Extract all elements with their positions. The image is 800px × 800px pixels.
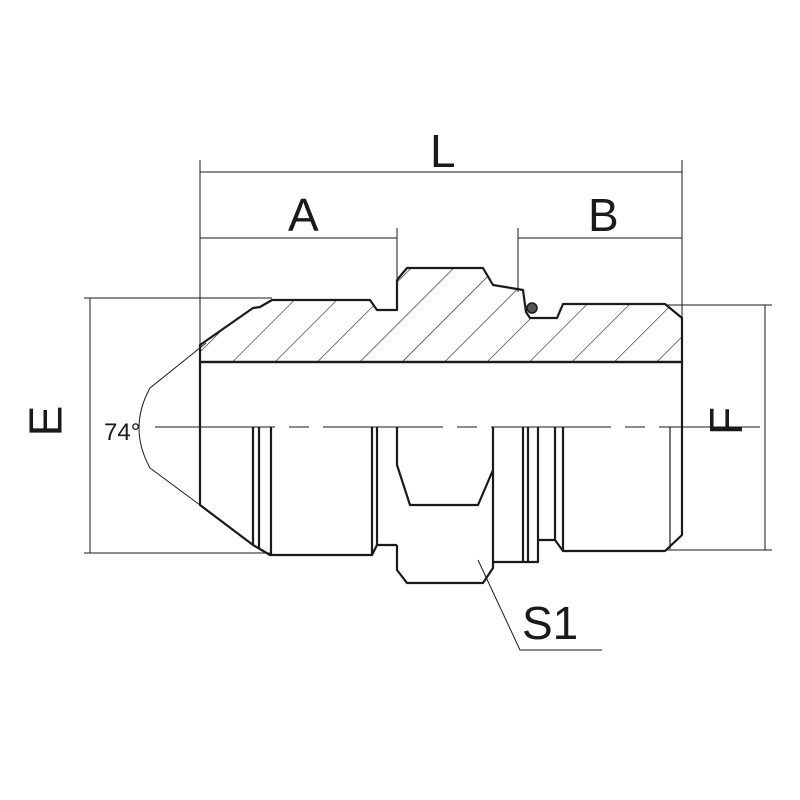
label-F: F — [700, 406, 753, 436]
angle-arc — [138, 387, 151, 469]
label-E: E — [19, 405, 72, 437]
label-angle: 74° — [104, 419, 141, 446]
label-L: L — [430, 125, 456, 177]
section-upper — [198, 266, 684, 364]
exterior-lower — [198, 362, 684, 585]
s1-leader — [477, 559, 602, 651]
label-A: A — [288, 189, 319, 241]
dimension-lines — [84, 160, 772, 651]
label-S1: S1 — [522, 597, 579, 649]
o-ring — [526, 302, 538, 314]
label-B: B — [588, 189, 619, 241]
